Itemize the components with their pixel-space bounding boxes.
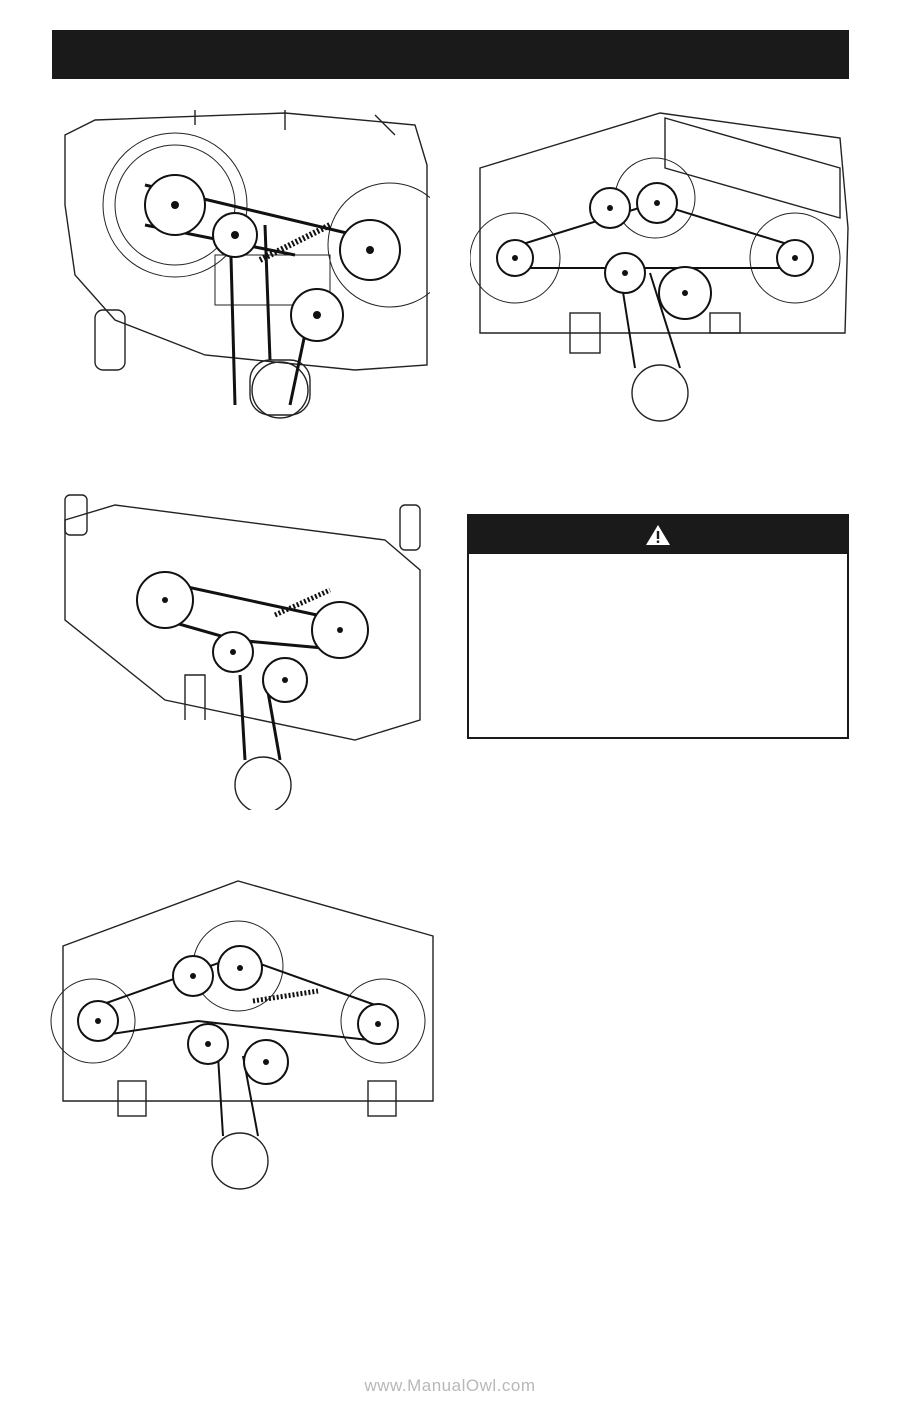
warning-triangle-icon (646, 525, 670, 545)
belt-diagram-3-drawing (64, 494, 421, 810)
belt-diagram-1 (55, 105, 430, 435)
warning-box (467, 514, 849, 739)
section-header-bar (52, 30, 849, 79)
belt-diagram-2-drawing (470, 112, 849, 422)
watermark-text: www.ManualOwl.com (364, 1376, 536, 1395)
warning-header (469, 516, 847, 554)
belt-diagram-1-drawing (64, 110, 430, 419)
belt-diagram-2 (470, 108, 855, 426)
belt-diagram-4 (48, 876, 438, 1194)
belt-diagram-4-drawing (50, 880, 434, 1190)
belt-diagram-3 (55, 490, 430, 810)
